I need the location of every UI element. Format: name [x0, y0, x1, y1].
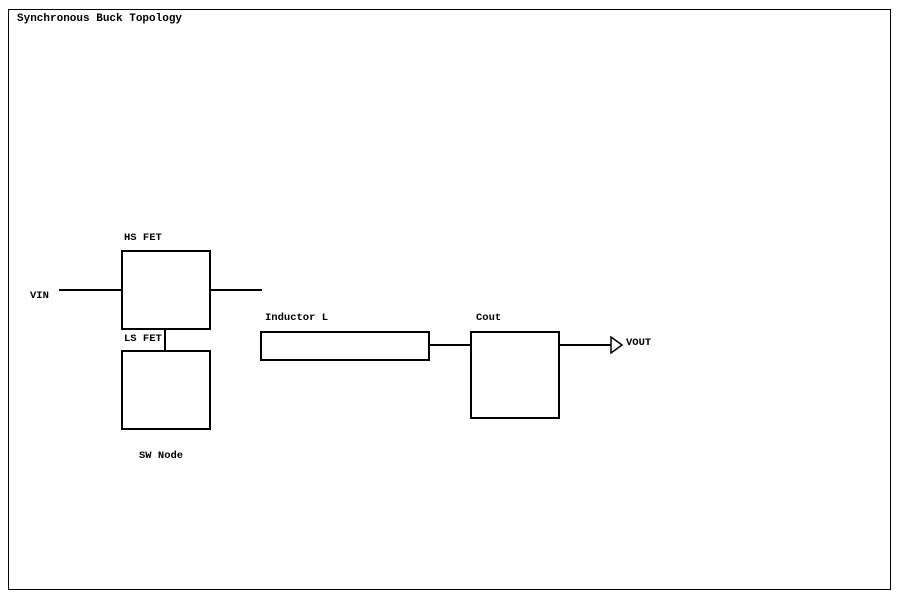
- ls-fet-box: [121, 350, 211, 430]
- cout-capacitor-box: [470, 331, 560, 419]
- inductor-to-cout-wire: [430, 344, 470, 346]
- diagram-title: Synchronous Buck Topology: [17, 13, 183, 25]
- vin-label: VIN: [30, 290, 49, 302]
- inductor-label: Inductor L: [265, 312, 329, 324]
- cout-label: Cout: [476, 312, 502, 324]
- vout-arrow-icon: [610, 336, 624, 354]
- diagram-border-frame: [8, 9, 891, 590]
- ls-fet-label: LS FET: [124, 333, 162, 345]
- hs-fet-box: [121, 250, 211, 330]
- vin-wire: [59, 289, 121, 291]
- sw-node-label: SW Node: [139, 450, 184, 462]
- hs-fet-label: HS FET: [124, 232, 162, 244]
- vout-label: VOUT: [626, 337, 652, 349]
- hs-fet-right-stub-wire: [211, 289, 262, 291]
- vout-wire: [560, 344, 611, 346]
- inductor-box: [260, 331, 430, 361]
- sw-node-connector-wire: [164, 330, 166, 350]
